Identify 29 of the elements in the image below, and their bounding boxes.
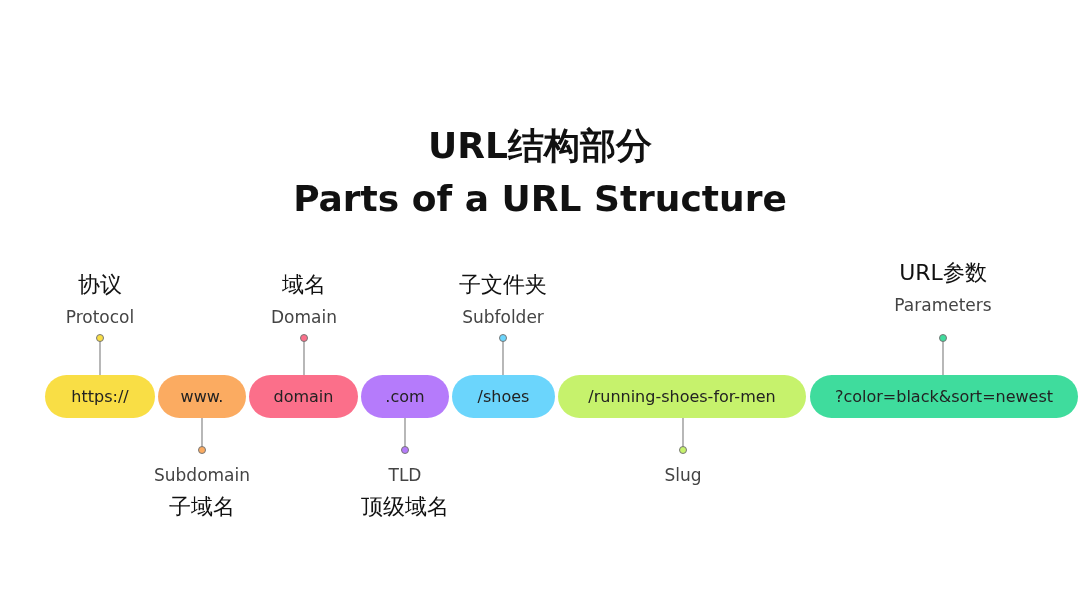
url-part-pill: www. (158, 375, 246, 418)
leader-line (499, 334, 507, 376)
url-part-pill: /shoes (452, 375, 555, 418)
leader-line (96, 334, 104, 376)
leader-line (401, 417, 409, 454)
url-part-pill: domain (249, 375, 358, 418)
english-label: Protocol (65, 306, 135, 328)
chinese-label: 域名 (282, 272, 326, 298)
url-part-pill: ?color=black&sort=newest (810, 375, 1078, 418)
leader-line (300, 334, 308, 376)
leader-line (939, 334, 947, 376)
url-part-pill: https:// (45, 375, 155, 418)
chinese-label: 协议 (78, 272, 122, 298)
url-part-pill: /running-shoes-for-men (558, 375, 806, 418)
chinese-label: URL参数 (899, 260, 987, 286)
leader-line (198, 417, 206, 454)
leader-line (679, 417, 687, 454)
english-label: Domain (271, 306, 337, 328)
english-label: Subfolder (462, 306, 544, 328)
english-label: Parameters (894, 294, 992, 316)
chinese-label: 子域名 (169, 494, 235, 520)
english-label: Slug (664, 464, 702, 486)
english-label: TLD (388, 464, 422, 486)
title: URL结构部分 (427, 124, 653, 168)
chinese-label: 子文件夹 (459, 272, 547, 298)
english-label: Subdomain (154, 464, 250, 486)
chinese-label: 顶级域名 (361, 494, 449, 520)
url-part-pill: .com (361, 375, 449, 418)
subtitle: Parts of a URL Structure (292, 178, 788, 219)
